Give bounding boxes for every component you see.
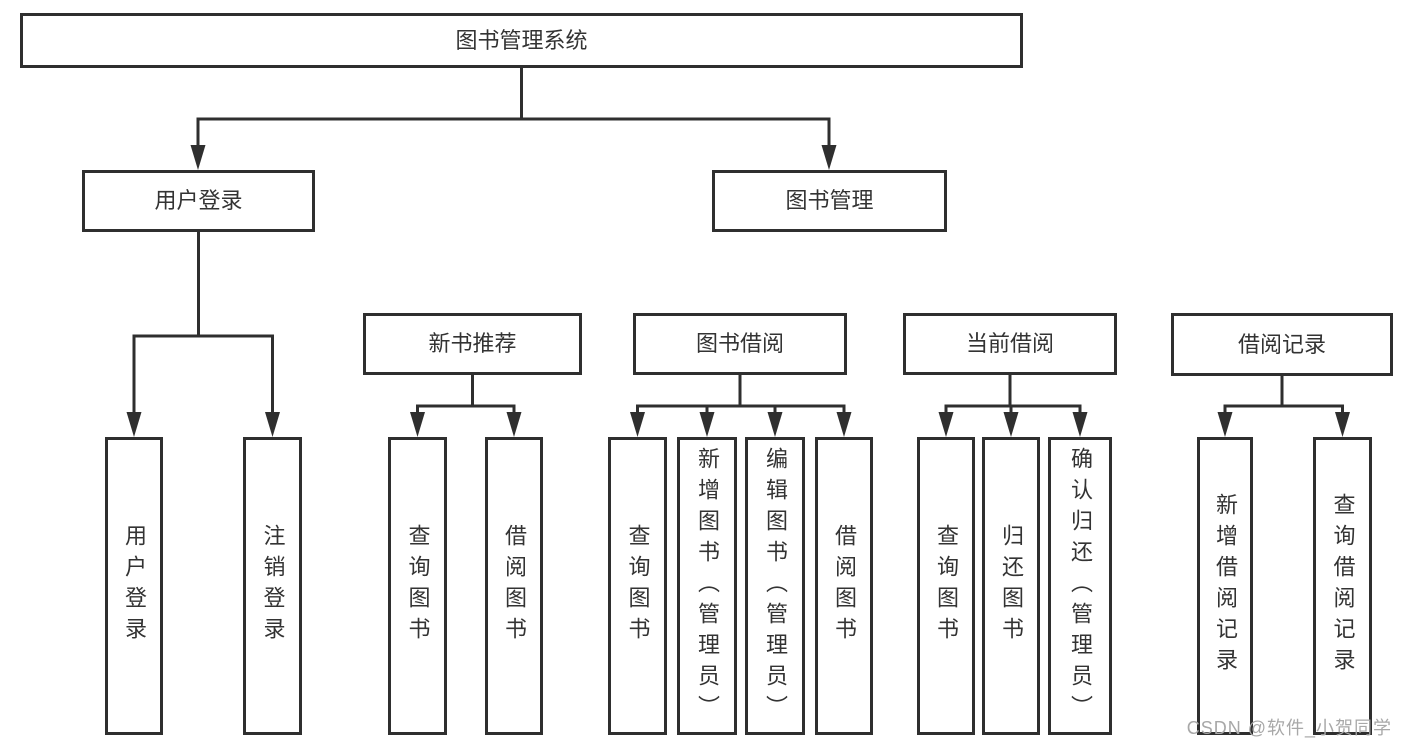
node-leaf-borrow-query-books: 查询图书: [608, 437, 667, 735]
node-leaf-rec-query-books-label: 查询图书: [405, 524, 431, 648]
node-leaf-rec-query-books: 查询图书: [388, 437, 447, 735]
node-book-management: 图书管理: [712, 170, 947, 232]
node-user-login-label: 用户登录: [154, 188, 243, 213]
node-book-management-label: 图书管理: [785, 188, 874, 213]
node-leaf-borrow-books: 借阅图书: [815, 437, 873, 735]
node-leaf-query-borrow-record: 查询借阅记录: [1313, 437, 1372, 735]
node-root: 图书管理系统: [20, 13, 1023, 68]
node-new-book-recommend-label: 新书推荐: [428, 331, 517, 356]
node-leaf-borrow-query-books-label: 查询图书: [625, 524, 651, 648]
node-leaf-return-books-label: 归还图书: [999, 524, 1024, 648]
node-current-borrow-label: 当前借阅: [965, 331, 1054, 356]
node-leaf-logout: 注销登录: [243, 437, 302, 735]
node-current-borrow: 当前借阅: [903, 313, 1117, 375]
node-borrow-records: 借阅记录: [1171, 313, 1393, 376]
node-leaf-user-login: 用户登录: [105, 437, 163, 735]
node-new-book-recommend: 新书推荐: [363, 313, 582, 375]
node-leaf-add-borrow-record-label: 新增借阅记录: [1213, 493, 1238, 679]
node-leaf-confirm-return-admin-label: 确认归还（管理员）: [1068, 446, 1093, 726]
node-leaf-rec-borrow-books-label: 借阅图书: [502, 524, 527, 648]
node-leaf-rec-borrow-books: 借阅图书: [485, 437, 543, 735]
node-user-login: 用户登录: [82, 170, 315, 232]
node-leaf-edit-books-admin-label: 编辑图书（管理员）: [763, 446, 788, 726]
node-leaf-add-books-admin-label: 新增图书（管理员）: [695, 446, 720, 726]
node-leaf-add-books-admin: 新增图书（管理员）: [677, 437, 737, 735]
watermark: CSDN @软件_小贺同学: [1186, 718, 1392, 738]
node-leaf-logout-label: 注销登录: [260, 524, 286, 648]
node-leaf-confirm-return-admin: 确认归还（管理员）: [1048, 437, 1112, 735]
node-borrow-records-label: 借阅记录: [1237, 331, 1326, 357]
node-book-borrow: 图书借阅: [633, 313, 847, 375]
node-book-borrow-label: 图书借阅: [695, 331, 784, 356]
node-root-label: 图书管理系统: [455, 27, 588, 53]
node-leaf-return-books: 归还图书: [982, 437, 1040, 735]
node-leaf-user-login-label: 用户登录: [122, 524, 147, 648]
node-leaf-current-query-books-label: 查询图书: [934, 524, 959, 648]
node-leaf-add-borrow-record: 新增借阅记录: [1197, 437, 1253, 735]
node-leaf-query-borrow-record-label: 查询借阅记录: [1330, 493, 1356, 679]
node-leaf-current-query-books: 查询图书: [917, 437, 975, 735]
arrowheads: [126, 145, 1350, 437]
node-leaf-borrow-books-label: 借阅图书: [832, 524, 857, 648]
node-leaf-edit-books-admin: 编辑图书（管理员）: [745, 437, 805, 735]
